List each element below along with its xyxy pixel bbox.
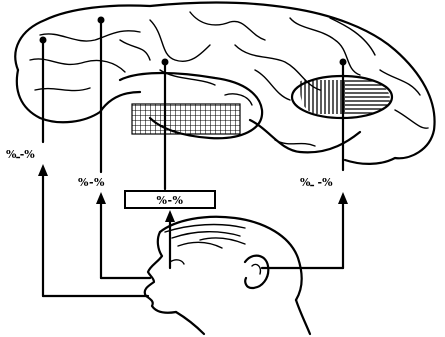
hatched-speech-area: [132, 104, 240, 134]
label-boxed-range: %-%: [126, 194, 214, 207]
label-second-range: %-%: [78, 176, 105, 189]
boxed-label-frame: %-%: [124, 190, 216, 209]
label-right-range: %ـ -%: [300, 176, 333, 189]
label-left-range: %ـ-%: [6, 148, 35, 161]
